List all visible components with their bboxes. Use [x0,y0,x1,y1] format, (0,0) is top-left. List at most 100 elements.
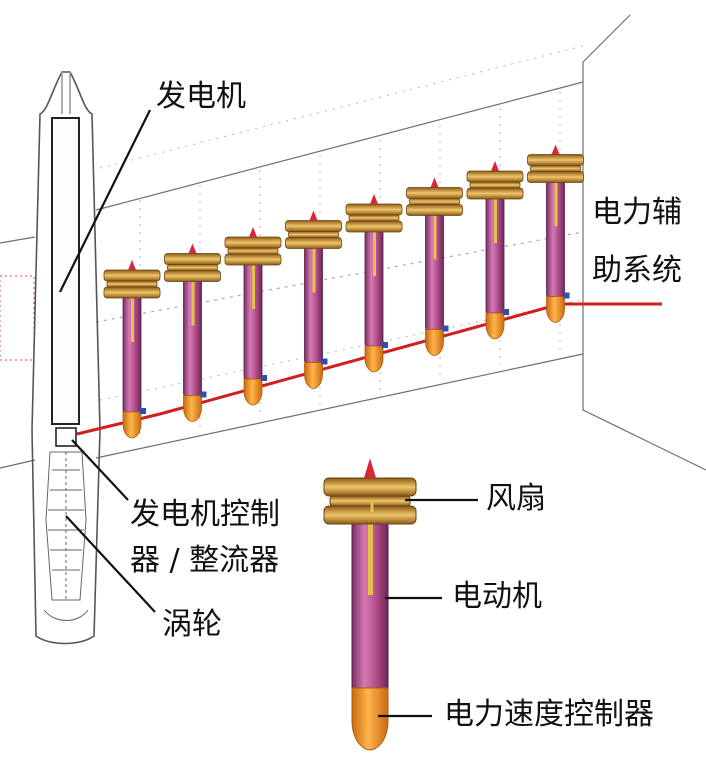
leader-turbine [65,515,156,613]
leader-lines [59,109,478,718]
fan-disc [224,253,282,266]
speed-controller [425,329,444,356]
engine-nacelle [31,71,101,645]
fan-shaft [373,216,376,276]
fan-disc [285,237,342,249]
power-cable [76,302,662,436]
fan-shaft [312,232,316,293]
wing-leading-edge [0,236,36,244]
fan-disc [345,203,403,216]
detail-fan-disc [323,477,417,497]
fan-disc [103,286,161,299]
nose-tip [309,210,318,221]
motor-mount [563,292,570,299]
fan-shaft [191,265,195,326]
nose-tip [249,227,257,237]
fan-disc [103,269,161,282]
fan-disc [164,253,221,265]
nose-tip [491,161,499,171]
nose-tip [430,177,439,188]
detail-speed-controller [351,687,389,751]
fan-disc [106,280,158,288]
speed-controller [304,362,323,389]
wing-trailing-edge [0,459,36,469]
speed-controller [485,312,505,340]
motor-mount [321,358,328,365]
detail-shaft [368,510,373,595]
label-electric-aux-line1: 电力辅 [592,195,682,230]
fan-units [103,144,584,439]
nose-tip [128,260,136,270]
label-speed-controller: 电力速度控制器 [444,697,654,732]
label-controller-line2: 器 / 整流器 [130,543,280,578]
fan-shaft [494,183,497,243]
motor-mount [503,309,509,315]
wing-leading-edge [95,81,584,211]
fan-shaft [131,282,134,342]
label-fan: 风扇 [486,481,546,516]
fan-disc [466,187,524,200]
wing-trailing-edge [95,353,584,459]
label-turbine: 涡轮 [162,607,222,642]
fan-unit [285,210,342,389]
generator-body [51,117,80,425]
turbine-section [43,451,89,621]
fan-unit [345,194,403,373]
nose-tip [551,144,560,155]
fan-disc [288,231,339,238]
label-generator: 发电机 [156,79,246,114]
motor-mount [261,375,267,381]
label-controller-line1: 发电机控制 [130,497,280,532]
fan-unit [164,243,221,422]
motor-mount [200,391,207,398]
fan-disc [409,198,460,205]
fan-disc [348,214,400,222]
wing-fold-line [95,231,584,323]
speed-controller [122,411,142,439]
fan-shaft [554,166,558,227]
fan-disc [406,204,463,216]
fan-shaft [252,249,255,309]
fan-unit [406,177,463,356]
wingtip-fence [582,14,631,63]
fan-unit [466,161,524,340]
label-electric-aux-line2: 助系统 [592,253,682,288]
fan-disc [224,236,282,249]
label-motor: 电动机 [452,579,542,614]
motor-mount [140,408,146,414]
generator-controller-box [55,427,77,447]
leader-controller [71,439,129,501]
nose-tip [188,243,197,254]
wing-structure [0,14,706,471]
fan-disc [164,270,221,282]
fan-disc [227,247,279,255]
detail-fan-disc [329,495,411,507]
speed-controller [546,296,565,323]
leader-generator [59,109,151,293]
fan-disc [466,170,524,183]
fan-unit [527,144,584,323]
fan-disc [527,171,584,183]
motor-mount [442,325,449,332]
nose-tip [370,194,378,204]
nacelle-outline [31,71,101,645]
fan-disc [469,181,521,189]
detail-nose-tip [364,458,376,478]
fan-disc [527,154,584,166]
speed-controller [183,395,202,422]
motor-mount [382,342,388,348]
speed-controller [364,345,384,373]
inboard-dotted-panel [0,275,35,361]
fan-unit [224,227,282,406]
detail-fan-unit [323,458,417,751]
speed-controller [243,378,263,406]
fan-unit [103,260,161,439]
fan-disc [285,220,342,232]
fan-disc [167,264,218,271]
fan-shaft [433,199,437,260]
detail-fan-disc [323,505,417,525]
fan-disc [406,187,463,199]
fan-disc [345,220,403,233]
